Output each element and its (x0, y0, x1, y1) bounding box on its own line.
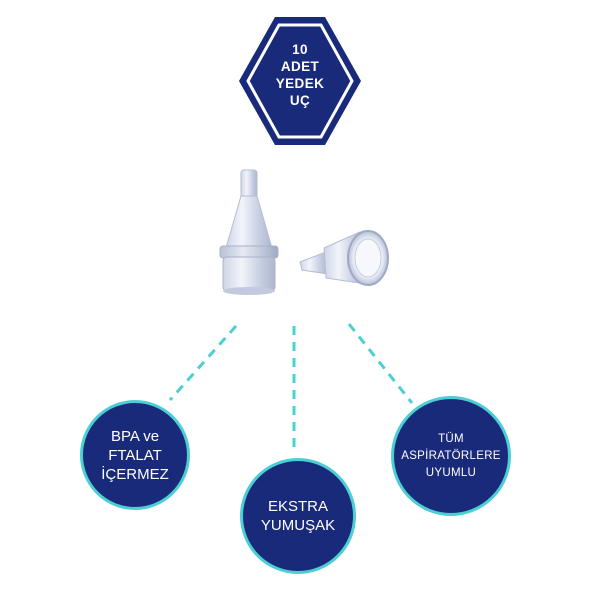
badge-line-tip: UÇ (289, 93, 311, 108)
upright-tip (219, 169, 279, 295)
badge-line-unit: ADET (280, 59, 320, 74)
connector-left (168, 325, 238, 401)
feature-left-line-1: BPA ve (110, 427, 160, 445)
feature-bpa-free-text: BPA ve FTALAT İÇERMEZ (101, 427, 169, 484)
feature-extra-soft-text: EKSTRA YUMUŞAK (261, 497, 335, 535)
feature-right-line-3: UYUMLU (425, 466, 477, 479)
feature-center-line-1: EKSTRA (267, 498, 328, 515)
badge-text: 10 ADET YEDEK UÇ (237, 41, 363, 109)
feature-extra-soft: EKSTRA YUMUŞAK (240, 458, 356, 574)
hexagon-badge: 10 ADET YEDEK UÇ (237, 15, 363, 147)
badge-line-spare: YEDEK (275, 76, 325, 91)
badge-line-count: 10 (292, 42, 308, 57)
feature-right-line-1: TÜM (438, 432, 464, 445)
feature-left-line-3: İÇERMEZ (101, 465, 169, 483)
feature-universal-fit-text: TÜM ASPİRATÖRLERE UYUMLU (401, 431, 501, 482)
nasal-aspirator-tips-image (200, 160, 410, 310)
feature-bpa-free: BPA ve FTALAT İÇERMEZ (80, 400, 190, 510)
feature-center-line-2: YUMUŞAK (260, 517, 336, 534)
feature-left-line-2: FTALAT (108, 446, 162, 464)
lying-tip (299, 230, 389, 286)
feature-universal-fit: TÜM ASPİRATÖRLERE UYUMLU (391, 396, 511, 516)
feature-right-line-2: ASPİRATÖRLERE (401, 449, 501, 462)
connector-right (347, 323, 414, 404)
hexagon-shape (239, 17, 361, 145)
